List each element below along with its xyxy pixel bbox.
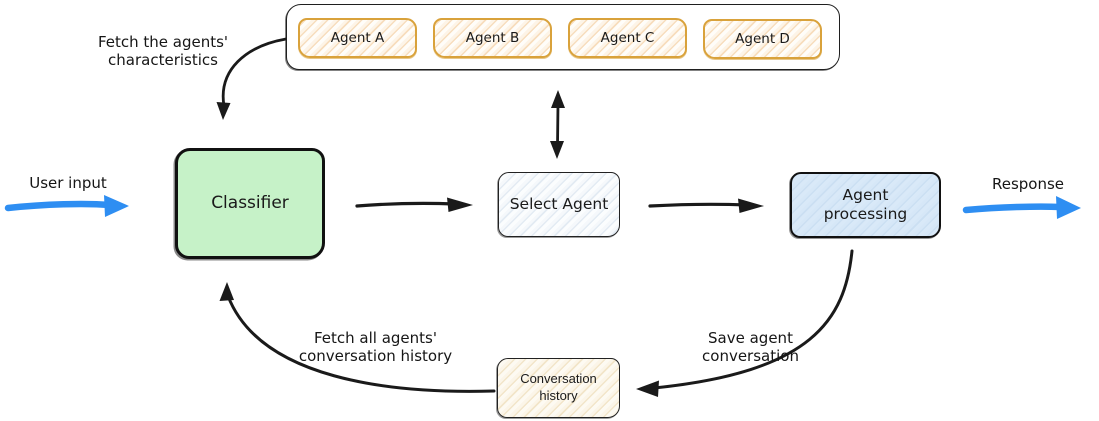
save-conversation-arrow: [636, 249, 854, 397]
select-agent-label: Select Agent: [509, 194, 609, 213]
fetch-history-label: Fetch all agents' conversation history: [298, 329, 453, 366]
fetch-characteristics-label: Fetch the agents' characteristics: [97, 33, 229, 70]
agent-a-label: Agent A: [330, 29, 385, 46]
agent-b-label: Agent B: [465, 29, 520, 46]
response-label: Response: [991, 175, 1065, 193]
fetch-characteristics-arrow: [216, 37, 288, 120]
agent-a-box[interactable]: Agent A: [298, 18, 417, 58]
select-agent-agents-double-arrow: [550, 90, 565, 159]
agent-c-label: Agent C: [600, 29, 655, 46]
agent-d-label: Agent D: [735, 30, 790, 47]
agent-c-box[interactable]: Agent C: [568, 18, 687, 58]
conversation-history-node[interactable]: Conversation history: [497, 358, 620, 418]
select-agent-to-agent-processing-arrow: [648, 198, 764, 213]
agent-b-box[interactable]: Agent B: [433, 18, 552, 58]
agents-container: Agent A Agent B Agent C Agent D: [286, 4, 840, 70]
user-input-label: User input: [29, 174, 107, 192]
fetch-history-arrow: [219, 282, 496, 393]
agent-processing-node[interactable]: Agent processing: [790, 172, 941, 238]
classifier-node[interactable]: Classifier: [175, 148, 325, 259]
conversation-history-label: Conversation history: [520, 371, 597, 403]
agent-processing-label: Agent processing: [823, 185, 908, 223]
agent-d-box[interactable]: Agent D: [703, 19, 822, 59]
save-conversation-label: Save agent conversation: [702, 329, 799, 366]
classifier-label: Classifier: [211, 192, 289, 213]
select-agent-node[interactable]: Select Agent: [498, 172, 620, 237]
classifier-to-select-agent-arrow: [355, 197, 473, 212]
user-input-arrow: [4, 195, 129, 217]
response-arrow: [962, 196, 1081, 219]
